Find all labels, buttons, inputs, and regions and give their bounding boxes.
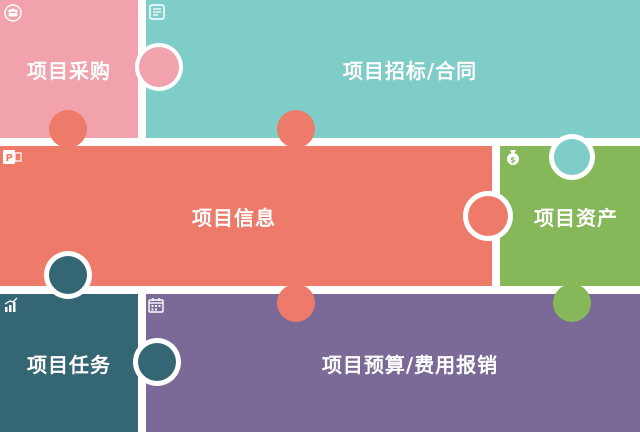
info-piece[interactable]: 项目信息 [0, 146, 468, 286]
presentation-p-icon: P [3, 150, 22, 164]
budget-knob-top-left [277, 284, 315, 322]
svg-text:P: P [6, 153, 13, 164]
bidding-piece[interactable]: 项目招标/合同 [180, 0, 640, 138]
bidding-piece-shape [146, 0, 640, 138]
tasks-label: 项目任务 [27, 352, 111, 377]
svg-text:$: $ [510, 156, 516, 165]
people-group-icon [4, 4, 22, 22]
assets-label: 项目资产 [534, 205, 618, 230]
bidding-label: 项目招标/合同 [342, 58, 478, 83]
budget-label: 项目预算/费用报销 [321, 352, 499, 377]
tasks-knob-top [49, 256, 87, 294]
assets-piece[interactable]: 项目资产 [512, 146, 640, 286]
info-label: 项目信息 [192, 205, 276, 230]
document-list-icon [149, 4, 165, 20]
money-bag-icon: $ [507, 150, 519, 165]
tasks-piece-shape [0, 294, 138, 432]
budget-piece[interactable]: 项目预算/费用报销 [180, 294, 640, 432]
budget-piece-shape [146, 294, 640, 432]
calendar-icon [148, 298, 164, 313]
procurement-label: 项目采购 [27, 58, 111, 83]
info-knob-right [468, 196, 508, 236]
tasks-piece[interactable]: 项目任务 [0, 294, 138, 432]
bar-chart-up-icon [4, 297, 18, 312]
info-knob-top-right [277, 110, 315, 148]
tasks-knob-right [138, 343, 176, 381]
assets-knob-bottom-redraw [553, 284, 591, 322]
info-knob-top-left [49, 110, 87, 148]
procurement-piece[interactable]: 项目采购 [0, 0, 138, 138]
procurement-knob-redraw [139, 47, 179, 87]
bidding-knob-bottom [554, 139, 590, 175]
